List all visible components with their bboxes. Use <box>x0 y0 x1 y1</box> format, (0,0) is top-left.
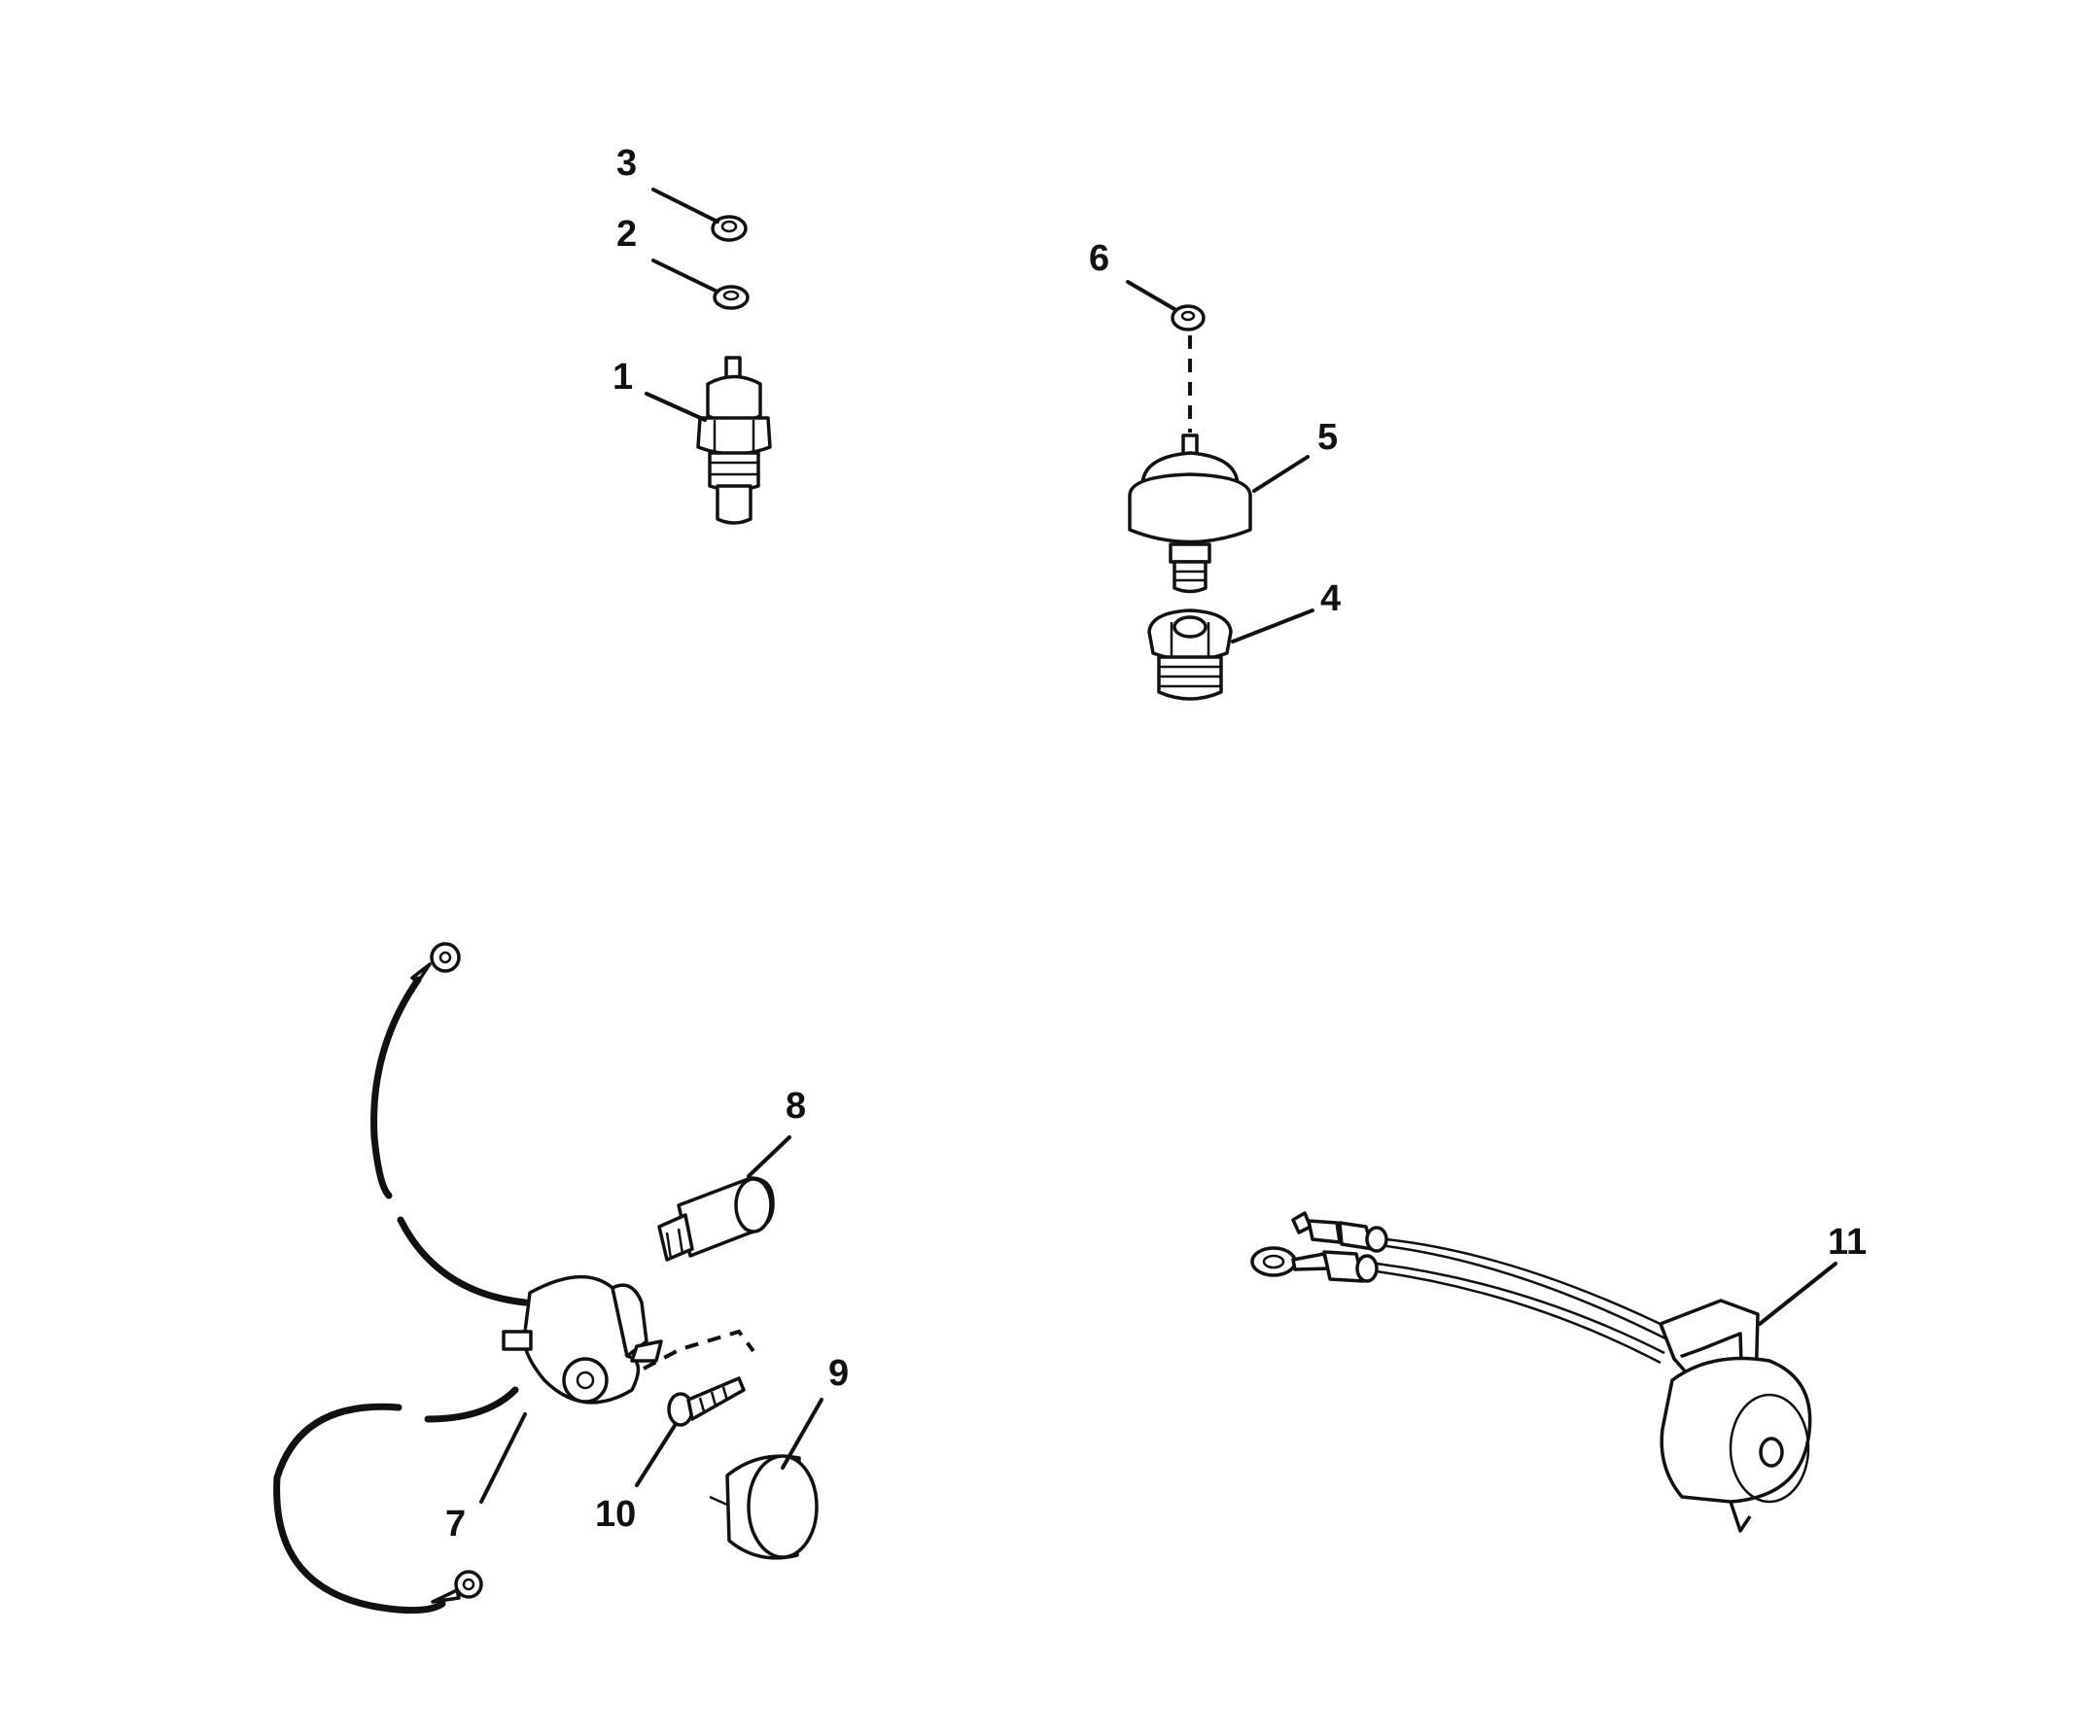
leader-8 <box>747 1135 791 1178</box>
leader-10 <box>635 1422 678 1487</box>
leader-2 <box>651 259 719 294</box>
callout-3: 3 <box>616 143 637 184</box>
leader-11 <box>1758 1262 1838 1326</box>
part-5-oil-pressure-sender <box>1128 434 1252 594</box>
callout-6: 6 <box>1089 238 1109 279</box>
part-11-coil-assembly <box>1250 1211 1812 1533</box>
part-9-cap <box>709 1454 819 1560</box>
leader-3 <box>651 188 719 224</box>
part-2-washer <box>713 285 750 310</box>
part-10-screw <box>667 1376 746 1427</box>
leader-4 <box>1231 608 1314 643</box>
callout-4: 4 <box>1320 578 1341 619</box>
part-7-switch-assembly <box>273 942 663 1614</box>
callout-2: 2 <box>616 214 637 255</box>
callout-7: 7 <box>445 1504 466 1545</box>
leader-7 <box>479 1412 527 1504</box>
part-1-temperature-sender <box>696 356 772 525</box>
leader-5 <box>1252 455 1310 493</box>
part-8-condenser <box>657 1176 775 1262</box>
callout-10: 10 <box>595 1494 636 1535</box>
part-4-adapter-fitting <box>1147 608 1233 701</box>
assembly-line-7-10 <box>643 1329 755 1371</box>
part-3-nut <box>711 215 748 242</box>
callout-1: 1 <box>612 357 633 398</box>
callout-11: 11 <box>1828 1222 1867 1263</box>
callout-9: 9 <box>828 1353 849 1394</box>
leader-6 <box>1126 280 1176 311</box>
part-6-nut <box>1171 304 1206 331</box>
callout-5: 5 <box>1317 417 1338 458</box>
leader-1 <box>645 392 707 422</box>
callout-8: 8 <box>786 1086 806 1127</box>
leader-9 <box>781 1398 823 1470</box>
